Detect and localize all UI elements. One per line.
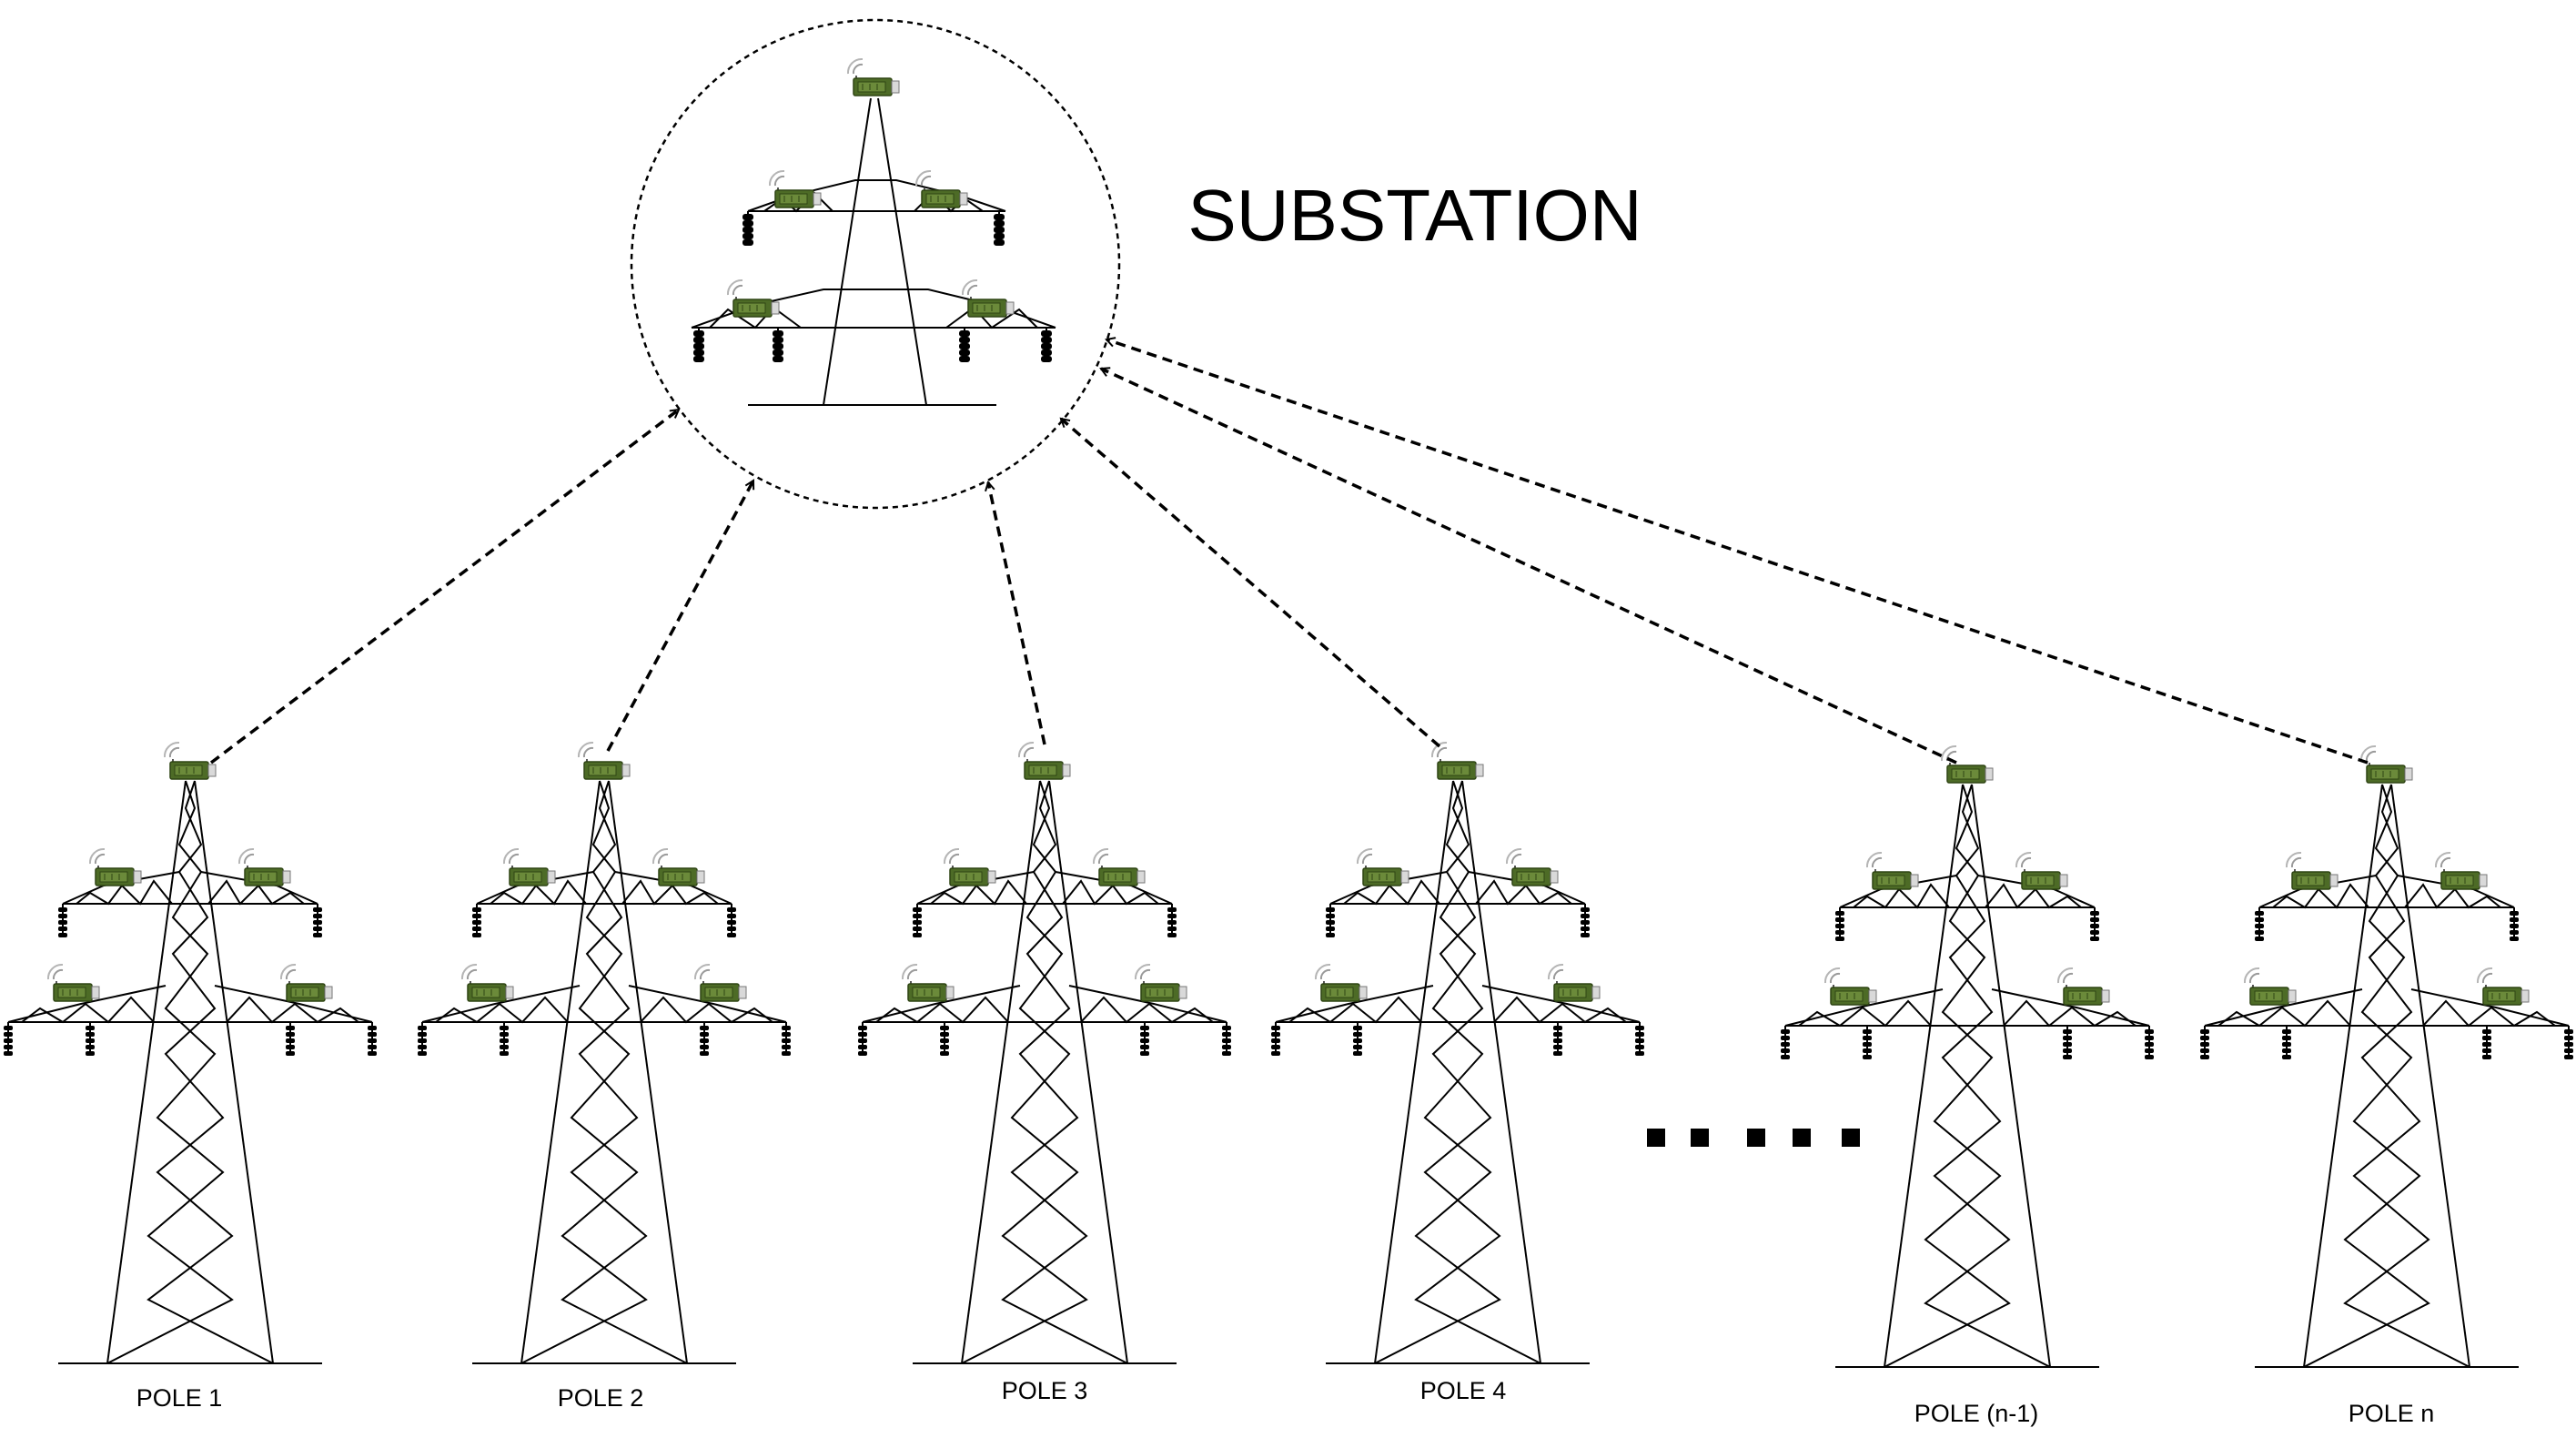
substation-tower (691, 97, 1056, 406)
link-pole-2 (606, 481, 755, 752)
substation-label: SUBSTATION (1187, 175, 1642, 256)
transmission-tower-icon (1271, 743, 1644, 1363)
wireless-sensor-icon (846, 57, 900, 96)
pole-label: POLE 4 (1420, 1377, 1507, 1404)
link-pole-3 (988, 482, 1046, 745)
transmission-tower-icon (2200, 746, 2573, 1367)
link-pole-4 (1061, 419, 1441, 748)
pole-1: POLE 1 (4, 743, 377, 1412)
link-pole-1 (209, 408, 679, 765)
ellipsis-dots (1647, 1129, 1860, 1147)
pole-2: POLE 2 (418, 743, 791, 1412)
link-pole-n (1106, 339, 2369, 765)
pole-4: POLE 4 (1271, 743, 1644, 1404)
transmission-tower-icon (4, 743, 377, 1363)
wireless-sensor-icon (726, 278, 780, 318)
transmission-tower-icon (418, 743, 791, 1363)
wireless-sensor-icon (768, 169, 822, 208)
pole-label: POLE 3 (1002, 1377, 1088, 1404)
wireless-sensor-icon (961, 278, 1015, 318)
wireless-sensor-icon (914, 169, 968, 208)
link-pole-n-minus-1 (1101, 369, 1957, 765)
communication-links (209, 339, 2369, 765)
pole-label: POLE (n-1) (1914, 1400, 2039, 1427)
pole-label: POLE 2 (558, 1384, 644, 1412)
transmission-tower-icon (1781, 746, 2154, 1367)
pole-label: POLE 1 (136, 1384, 223, 1412)
pole-3: POLE 3 (858, 743, 1231, 1404)
pole-n: POLE n (2200, 746, 2573, 1427)
transmission-tower-icon (858, 743, 1231, 1363)
substation-boundary (630, 18, 1121, 510)
substation-sensors (726, 57, 1015, 318)
pole-n-minus-1: POLE (n-1) (1781, 746, 2154, 1427)
substation: SUBSTATION (630, 18, 1642, 510)
pole-label: POLE n (2349, 1400, 2435, 1427)
